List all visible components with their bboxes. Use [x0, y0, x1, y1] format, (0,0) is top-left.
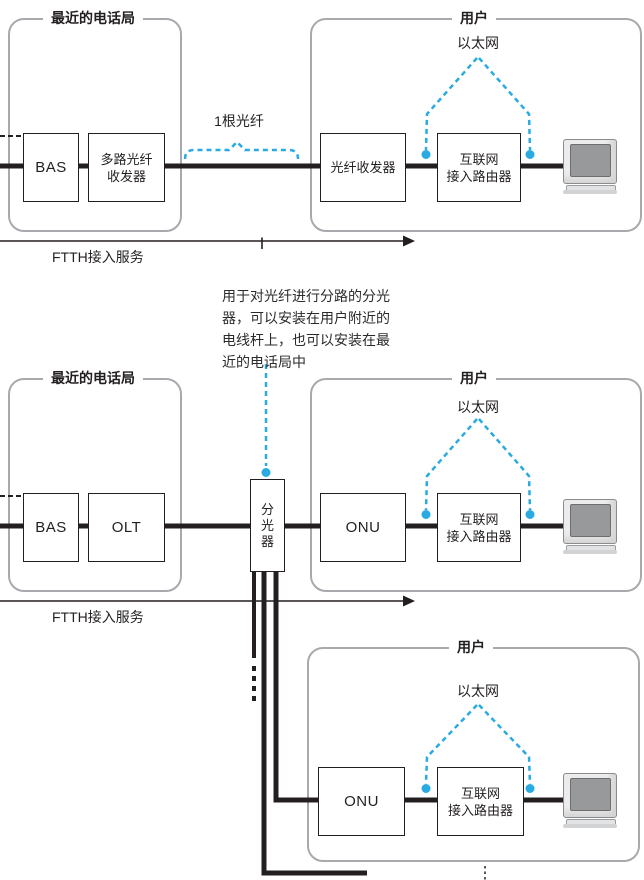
s1-bas-box: BAS [23, 133, 79, 202]
s2-office-title: 最近的电话局 [43, 369, 143, 387]
s2a-onu-box: ONU [320, 493, 406, 562]
s1-computer-icon [561, 139, 619, 195]
splitter-label-char1: 分 [260, 501, 274, 517]
s1-ethernet-port-dot-right-icon [525, 150, 535, 159]
s2b-user-title: 用户 [449, 638, 493, 656]
s1-ethernet-link-right [478, 57, 532, 151]
s2b-computer-screen [570, 778, 611, 811]
s2a-ethernet-label: 以太网 [457, 399, 499, 415]
splitter-annotation: 用于对光纤进行分路的分光 器，可以安装在用户附近的 电线杆上，也可以安装在最 近… [222, 285, 390, 373]
splitter-annotation-line1: 用于对光纤进行分路的分光 [222, 288, 390, 304]
s2a-computer-screen [570, 504, 611, 537]
s2b-onu-label: ONU [344, 793, 379, 810]
s2a-ethernet-port-dot-left-icon [421, 510, 431, 519]
splitter-annotation-line3: 电线杆上，也可以安装在最 [222, 332, 390, 348]
splitter-label-char2: 光 [260, 517, 274, 533]
s1-transceiver-label-line1: 多路光纤 [100, 151, 153, 167]
s2b-ethernet-port-dot-left-icon [421, 784, 431, 793]
s1-computer-base-shadow [563, 190, 617, 194]
s2-olt-box: OLT [88, 493, 165, 562]
s2a-onu-label: ONU [345, 519, 381, 536]
s1-media-converter-label: 光纤收发器 [330, 160, 396, 175]
s1-one-fiber-brace-icon [183, 140, 300, 160]
s2-olt-label: OLT [111, 519, 142, 536]
s2a-computer-icon [561, 499, 619, 555]
s2a-ethernet-port-dot-right-icon [525, 510, 535, 519]
s2b-onu-box: ONU [318, 767, 405, 836]
s1-ethernet-label: 以太网 [457, 35, 499, 51]
s1-ftth-service-label: FTTH接入服务 [52, 249, 144, 265]
s1-user-title: 用户 [452, 9, 496, 27]
s2a-ethernet-link-left [424, 418, 478, 511]
s2a-router-label-line2: 接入路由器 [446, 528, 512, 544]
s2a-ethernet-link-right [478, 418, 532, 511]
s2b-ethernet-port-dot-right-icon [525, 784, 535, 793]
s1-computer-screen [570, 144, 611, 177]
s2-splitter-pointer-dot-icon [261, 468, 271, 477]
s1-ethernet-port-dot-left-icon [421, 150, 431, 159]
s2a-user-title: 用户 [452, 369, 496, 387]
s2b-computer-icon [561, 773, 619, 829]
splitter-output-fiber-2 [261, 570, 367, 876]
s2b-router-box: 互联网 接入路由器 [437, 767, 524, 836]
s2a-router-box: 互联网 接入路由器 [437, 493, 521, 562]
s1-router-label-line2: 接入路由器 [446, 168, 512, 184]
s2b-computer-base-shadow [563, 824, 617, 828]
s2-ftth-service-label: FTTH接入服务 [52, 609, 144, 625]
splitter-annotation-line2: 器，可以安装在用户附近的 [222, 310, 390, 326]
s2b-ethernet-link-right [478, 704, 532, 785]
s1-multi-fiber-transceiver-box: 多路光纤 收发器 [88, 133, 165, 202]
splitter-label-char3: 器 [260, 533, 274, 549]
splitter-output-fiber-3-to-user [273, 570, 565, 803]
s1-media-converter-box: 光纤收发器 [320, 133, 406, 202]
s1-transceiver-label-line2: 收发器 [106, 168, 146, 184]
s2a-router-label-line1: 互联网 [459, 511, 499, 527]
s1-office-title: 最近的电话局 [43, 9, 143, 27]
s1-bas-label: BAS [35, 159, 67, 176]
s1-one-fiber-label: 1根光纤 [214, 113, 264, 129]
splitter-annotation-line4: 近的电话局中 [222, 354, 306, 370]
s1-ftth-service-arrowhead-icon [403, 235, 415, 247]
s1-ethernet-link-left [424, 57, 478, 151]
s1-router-label-line1: 互联网 [459, 151, 499, 167]
s1-router-box: 互联网 接入路由器 [437, 133, 521, 202]
optical-splitter-box: 分 光 器 [250, 479, 285, 572]
s2-bas-box: BAS [23, 493, 79, 562]
s2b-router-label-line1: 互联网 [460, 785, 500, 801]
s2b-router-label-line2: 接入路由器 [447, 802, 513, 818]
s2-bas-label: BAS [35, 519, 67, 536]
s2b-ethernet-label: 以太网 [457, 683, 499, 699]
s2b-ethernet-link-left [424, 704, 478, 785]
s2a-computer-base-shadow [563, 550, 617, 554]
s2-ftth-service-arrowhead-icon [403, 595, 415, 607]
